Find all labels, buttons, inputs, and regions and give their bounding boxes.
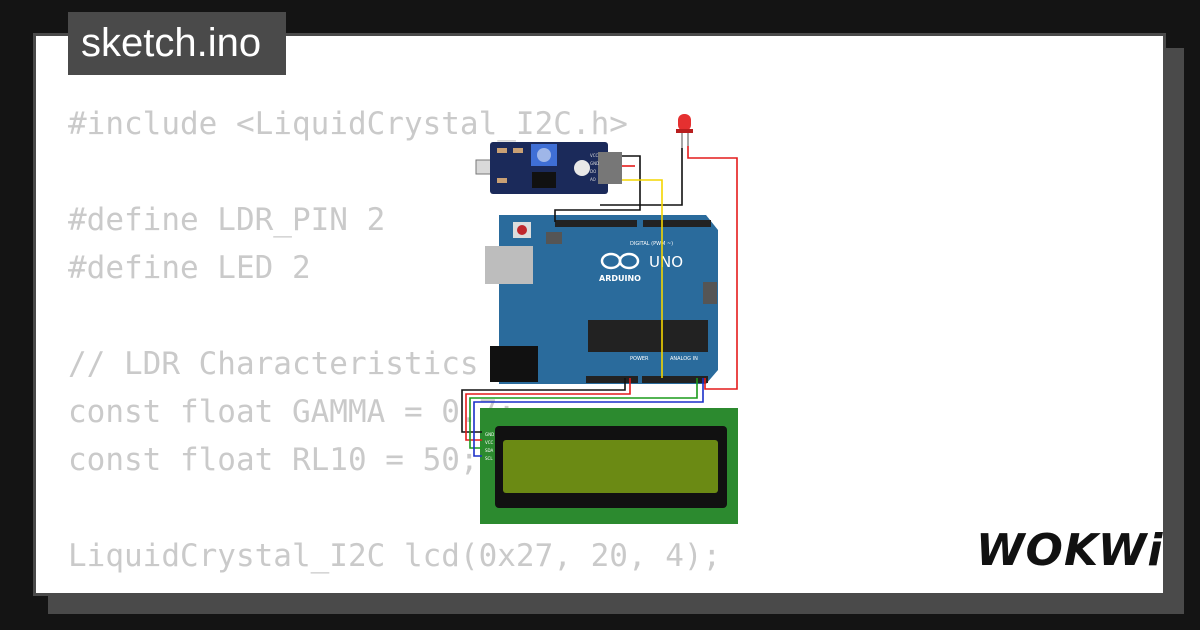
code-preview: #include <LiquidCrystal_I2C.h> #define LD… xyxy=(68,100,1128,580)
code-line: // LDR Characteristics xyxy=(68,346,479,382)
code-line: #include <LiquidCrystal_I2C.h> xyxy=(68,106,628,142)
power-header-label: POWER xyxy=(630,356,649,362)
ldr-pin-label: AO xyxy=(590,177,596,182)
code-line: const float GAMMA = 0.7; xyxy=(68,394,516,430)
lcd-pin-label: VCC xyxy=(485,440,494,445)
circuit-diagram: VCC GND DO AO UNO ARDUINO DIGITAL (PWM ~… xyxy=(461,114,738,524)
wire-yellow xyxy=(622,179,663,378)
wokwi-logo: WOKWi xyxy=(976,525,1164,576)
wire-black xyxy=(554,155,641,222)
board-brand-label: ARDUINO xyxy=(599,274,641,283)
code-line: #define LDR_PIN 2 xyxy=(68,202,386,238)
led xyxy=(676,114,693,148)
analog-header-label: ANALOG IN xyxy=(670,356,698,362)
wire-black-led xyxy=(600,148,683,206)
digital-header-label: DIGITAL (PWM ~) xyxy=(630,241,673,247)
board-model-label: UNO xyxy=(649,253,683,271)
wire-black-lcd xyxy=(461,378,626,433)
lcd-pin-label: SDA xyxy=(485,448,494,453)
filename-tab: sketch.ino xyxy=(68,12,286,75)
arduino-board: UNO ARDUINO DIGITAL (PWM ~) POWER ANALOG… xyxy=(485,215,718,384)
lcd-pin-label: GND xyxy=(485,432,494,437)
wire-blue-lcd xyxy=(473,378,704,457)
ldr-pin-label: DO xyxy=(590,169,596,174)
wire-red xyxy=(687,146,738,390)
lcd-display: GND VCC SDA SCL xyxy=(480,408,738,524)
ldr-module: VCC GND DO AO xyxy=(475,142,622,194)
ldr-pin-label: VCC xyxy=(590,153,599,158)
lcd-pin-label: SCL xyxy=(485,456,493,461)
wires xyxy=(461,146,738,457)
ldr-pin-label: GND xyxy=(590,161,599,166)
code-line: LiquidCrystal_I2C lcd(0x27, 20, 4); xyxy=(68,538,722,574)
code-line: #define LED 2 xyxy=(68,250,311,286)
wire-red-lcd xyxy=(465,378,631,441)
